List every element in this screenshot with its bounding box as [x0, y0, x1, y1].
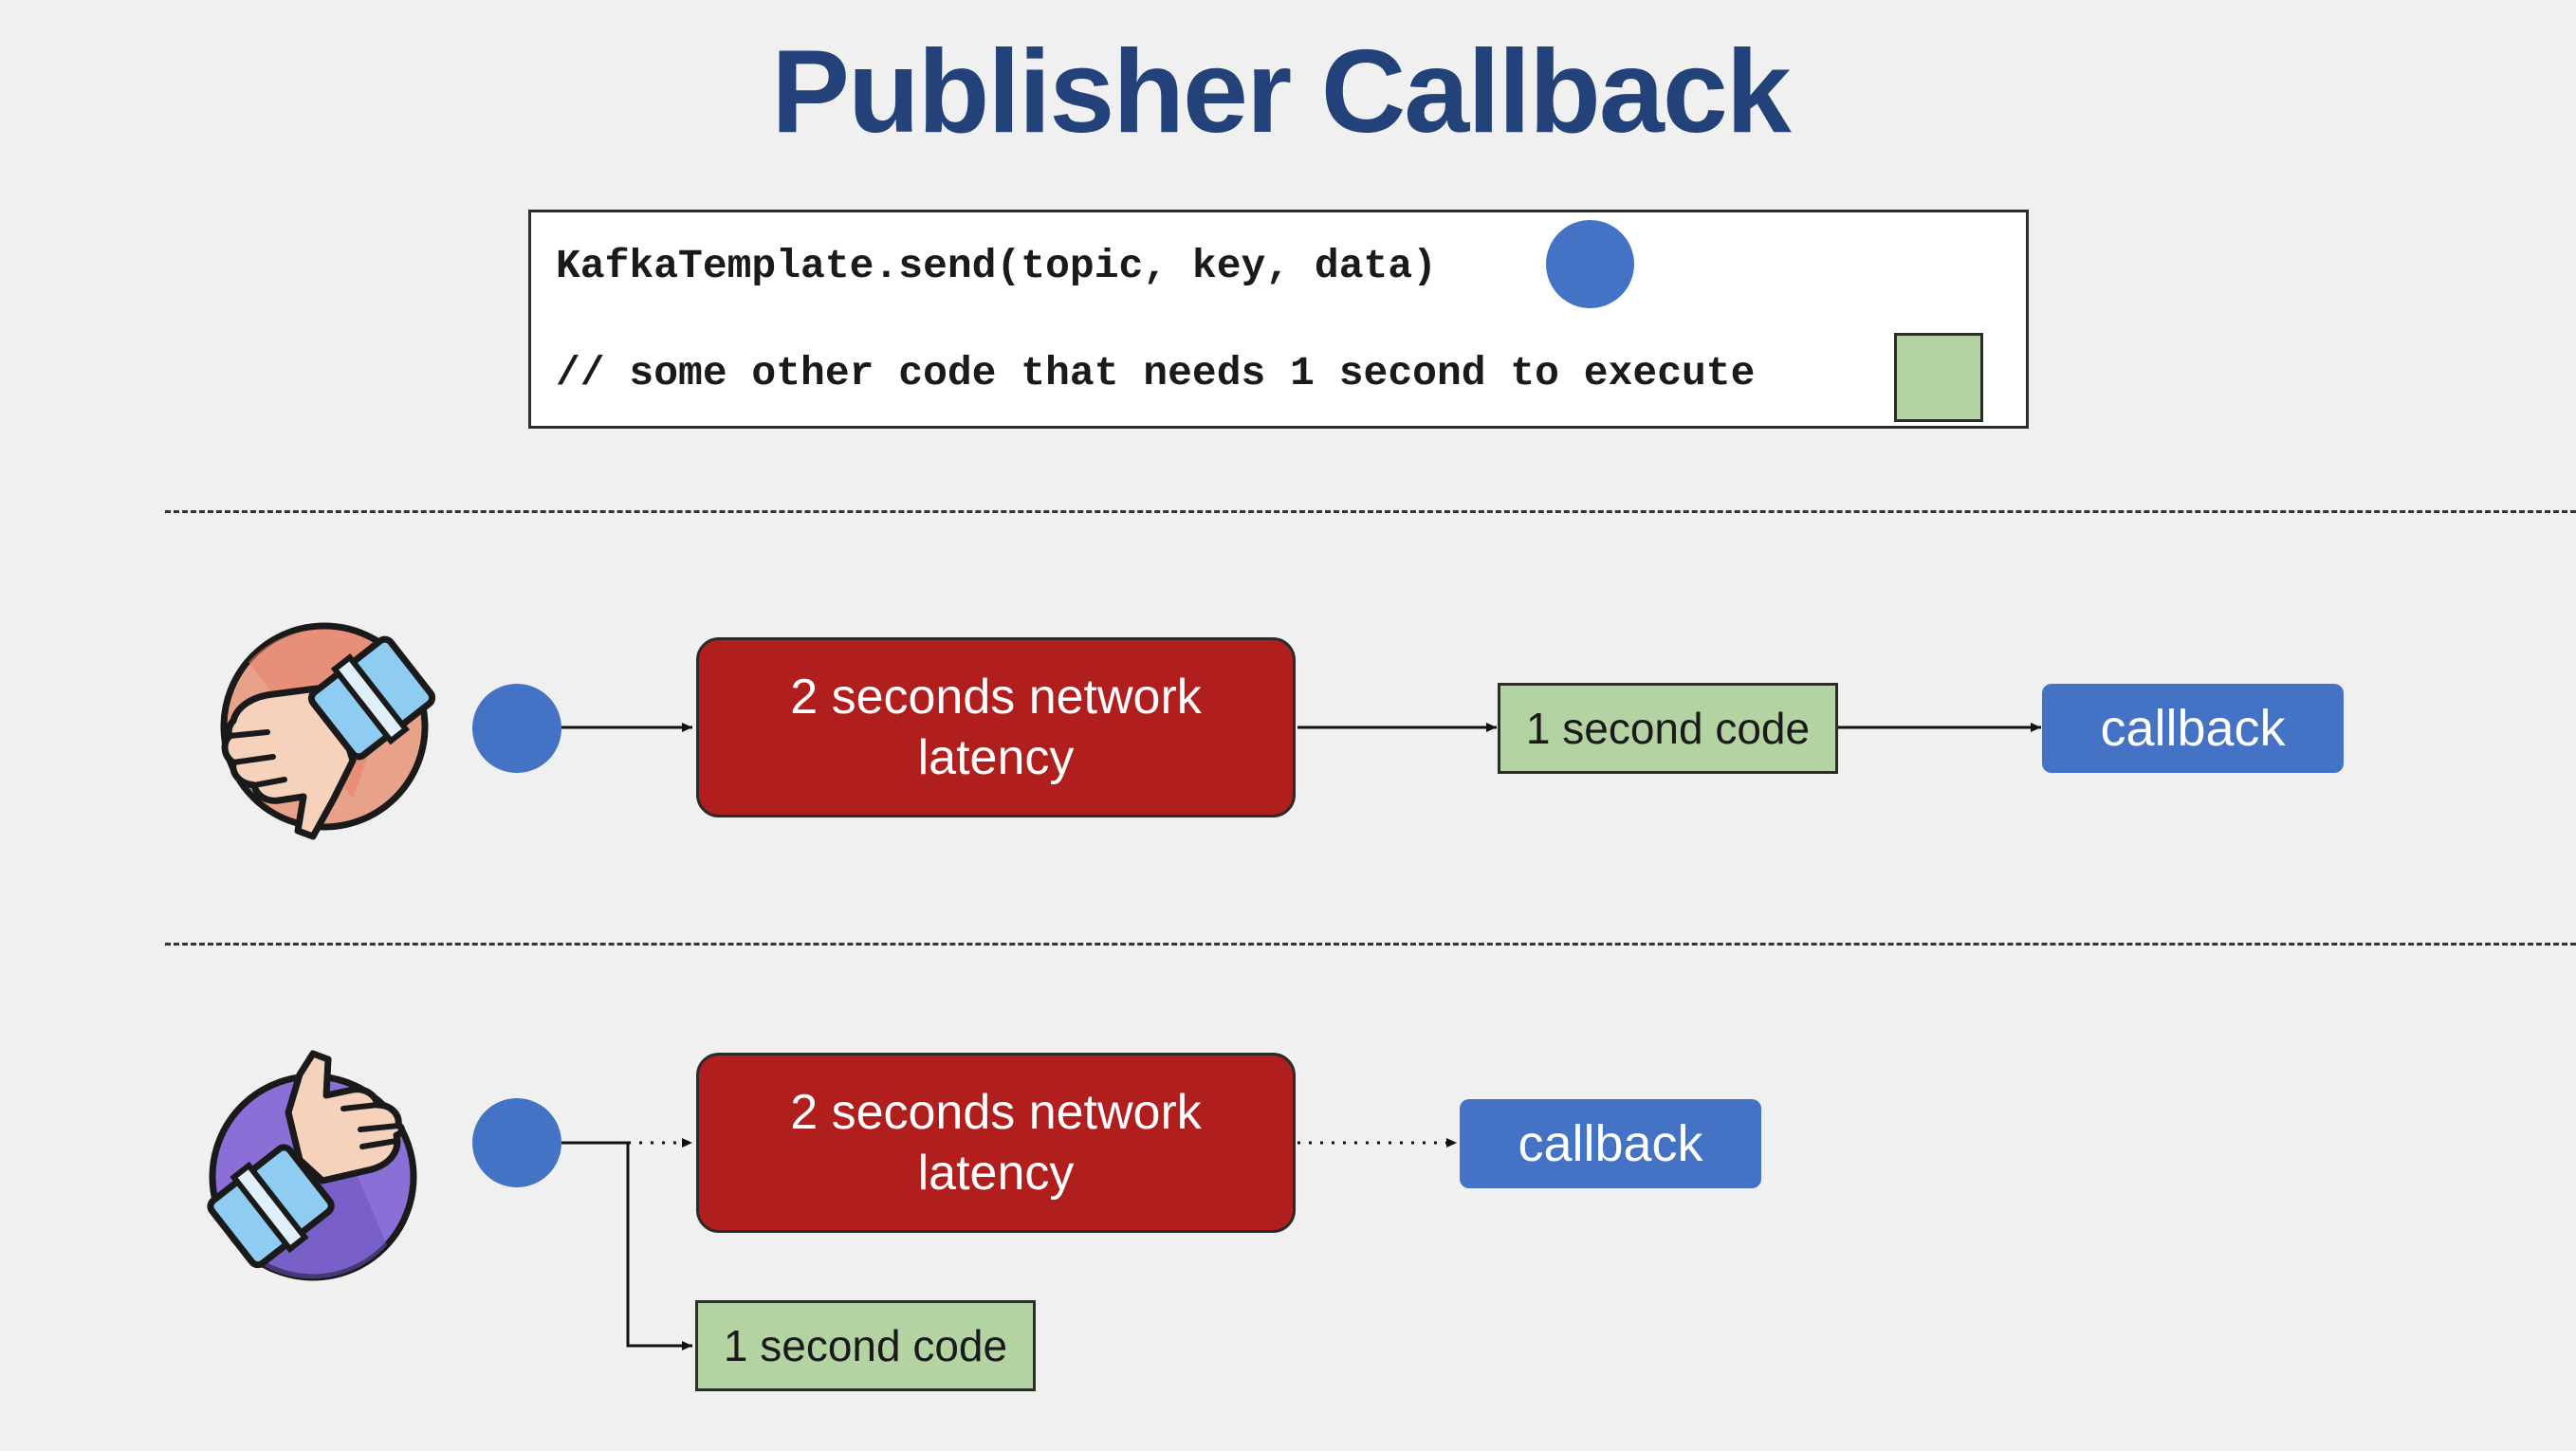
thumbs-down-watch-icon	[220, 622, 436, 840]
send-dot-async	[472, 1098, 561, 1187]
other-code-marker-square	[1894, 333, 1983, 422]
arrow-send-to-code	[626, 1143, 692, 1350]
callback-async: callback	[1460, 1099, 1761, 1188]
send-dot-sync	[472, 684, 561, 773]
callback-sync: callback	[2042, 684, 2344, 773]
code-box: KafkaTemplate.send(topic, key, data) // …	[528, 210, 2029, 429]
page-title: Publisher Callback	[771, 27, 1792, 157]
divider-middle	[165, 943, 2576, 946]
send-marker-dot	[1546, 220, 1634, 308]
one-second-code-sync: 1 second code	[1498, 683, 1838, 774]
latency-block-sync: 2 seconds network latency	[696, 637, 1296, 817]
code-line-send: KafkaTemplate.send(topic, key, data)	[556, 243, 1437, 289]
code-line-other: // some other code that needs 1 second t…	[556, 350, 1756, 396]
one-second-code-async: 1 second code	[695, 1300, 1036, 1391]
thumbs-up-watch-icon	[207, 1050, 417, 1281]
latency-block-async: 2 seconds network latency	[696, 1053, 1296, 1233]
divider-top	[165, 510, 2576, 513]
